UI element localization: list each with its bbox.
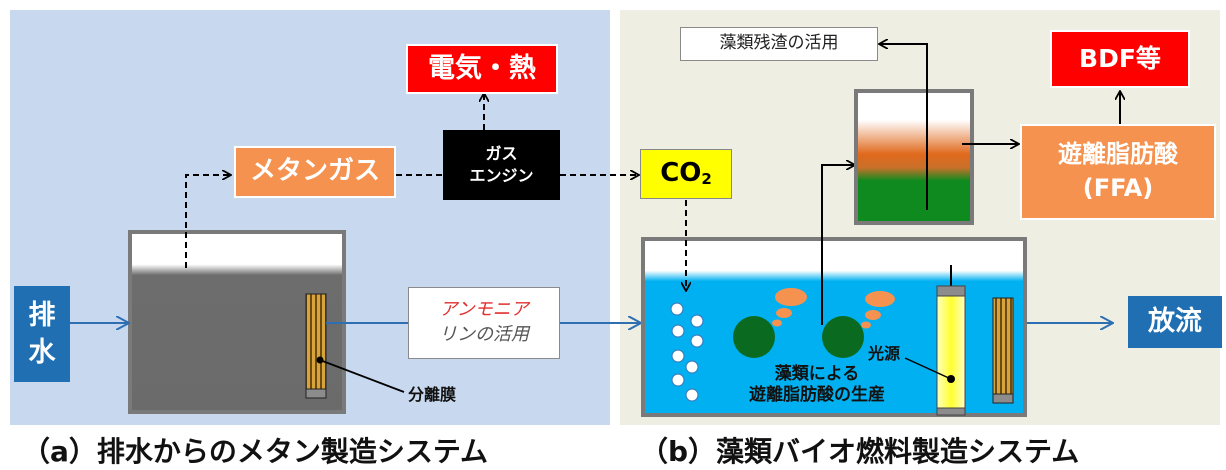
electricity-heat-label: 電気・熱 <box>428 53 536 85</box>
wastewater-label-line1: 排 <box>28 299 56 331</box>
methane-gas-label: メタンガス <box>249 156 380 187</box>
methane-flow-arrow <box>185 175 230 268</box>
ffa-label-line2: (FFA) <box>1082 174 1154 202</box>
discharge-box: 放流 <box>1128 296 1222 348</box>
caption-a: （a）排水からのメタン製造システム <box>22 435 489 468</box>
algae-production-line1: 藻類による <box>774 364 860 384</box>
light-source <box>936 295 966 409</box>
wastewater-label-line2: 水 <box>28 337 56 368</box>
wastewater-box: 排 水 <box>14 286 70 382</box>
oil-droplets <box>772 288 895 329</box>
separation-membrane-b <box>992 297 1014 395</box>
electricity-heat-box: 電気・熱 <box>406 44 558 94</box>
discharge-label: 放流 <box>1148 306 1202 338</box>
gas-engine-label-line1: ガス <box>485 143 518 163</box>
co2-subscript: 2 <box>701 170 712 189</box>
residue-arrow <box>880 44 928 210</box>
caption-b: （b）藻類バイオ燃料製造システム <box>640 435 1080 468</box>
gas-engine-label-line2: エンジン <box>469 166 534 185</box>
bdf-label: BDF等 <box>1079 43 1161 73</box>
algae-residue-label: 藻類残渣の活用 <box>719 33 839 54</box>
algae-cell <box>733 316 775 358</box>
light-source-label: 光源 <box>868 344 901 363</box>
ffa-box: 遊離脂肪酸 (FFA) <box>1020 124 1216 220</box>
phosphorus-label: リンの活用 <box>439 324 529 345</box>
algae-production-label: 藻類による 遊離脂肪酸の生産 <box>706 364 928 407</box>
algae-production-line2: 遊離脂肪酸の生産 <box>749 385 885 406</box>
co2-bubbles <box>670 302 704 402</box>
algae-cell <box>822 316 864 358</box>
harvest-arrow <box>821 165 854 325</box>
separation-membrane-a <box>305 293 327 391</box>
membrane-label: 分離膜 <box>408 385 457 404</box>
nutrient-box: アンモニア リンの活用 <box>408 287 560 359</box>
gas-engine-box: ガス エンジン <box>443 130 560 200</box>
membrane-callout-line <box>319 359 405 393</box>
algae-residue-box: 藻類残渣の活用 <box>680 27 878 61</box>
separation-vessel <box>854 89 974 225</box>
ffa-label-line1: 遊離脂肪酸 <box>1058 140 1178 169</box>
bdf-box: BDF等 <box>1050 30 1190 88</box>
ammonia-label: アンモニア <box>439 299 529 321</box>
co2-label: CO <box>660 158 702 189</box>
methane-gas-box: メタンガス <box>234 146 396 198</box>
